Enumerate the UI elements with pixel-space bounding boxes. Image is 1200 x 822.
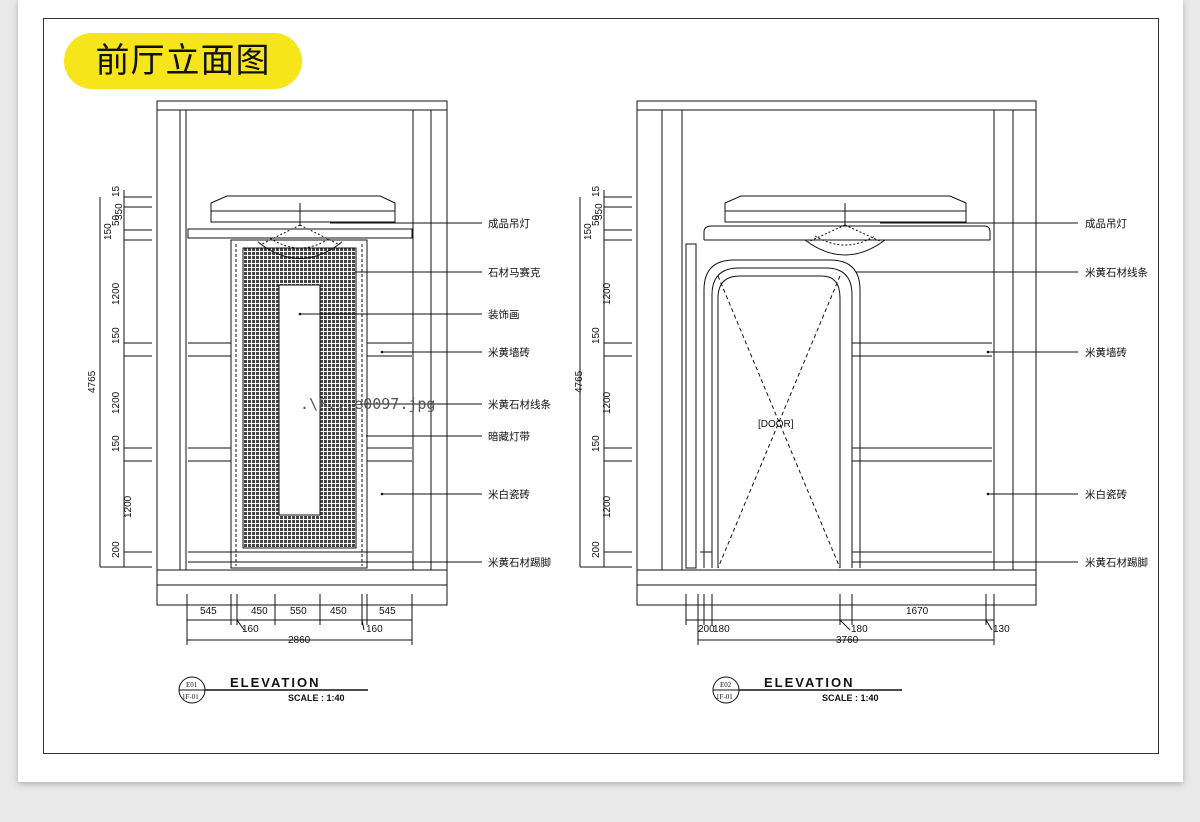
e1-dim-160-a: 160 (242, 624, 259, 635)
e1-dim-450-a: 450 (251, 606, 268, 617)
e1-dim-1200-c: 1200 (123, 495, 134, 518)
e1-dim-350: 350 (114, 203, 125, 220)
e1-callout-skirting: 米黄石材踢脚 (488, 556, 551, 569)
e2-tag-bottom: 1F-01 (716, 693, 733, 701)
e1-dim-450-b: 450 (330, 606, 347, 617)
decorative-painting (278, 284, 321, 516)
e2-tag-top: E02 (720, 681, 732, 689)
e2-callout-wall-tile: 米黄墙砖 (1085, 346, 1127, 359)
e1-callout-wall-tile: 米黄墙砖 (488, 346, 530, 359)
e1-dim-150-a: 150 (111, 327, 122, 344)
e2-dim-15: 15 (591, 185, 602, 197)
e2-dim-150: 150 (583, 223, 594, 240)
e1-dim-1200-b: 1200 (111, 391, 122, 414)
e2-dim-150-a: 150 (591, 327, 602, 344)
e1-vertical-dims: 15 50 150 350 1200 150 1200 150 1200 200… (87, 185, 134, 558)
e1-outer-frame (156, 100, 448, 606)
e1-dim-1200-a: 1200 (111, 282, 122, 305)
e2-callout-chandelier: 成品吊灯 (1085, 218, 1127, 230)
e1-chandelier (257, 203, 343, 259)
e1-dim-150-b: 150 (111, 435, 122, 452)
drawing-frame (43, 18, 1159, 754)
e1-dim-545-b: 545 (379, 606, 396, 617)
e2-chandelier (804, 203, 886, 256)
e2-dim-1200-c: 1200 (602, 495, 613, 518)
e1-dim-160-b: 160 (366, 624, 383, 635)
e1-scale: SCALE : 1:40 (288, 693, 345, 703)
e1-arrow-dots (298, 312, 384, 496)
e2-total-height: 4765 (574, 370, 585, 393)
page-title: 前厅立面图 (95, 41, 271, 81)
e1-callout-white-tile: 米白瓷砖 (488, 488, 530, 501)
drawing-sheet (18, 0, 1183, 782)
e2-dim-200: 200 (591, 541, 602, 558)
e1-tag-top: E01 (186, 681, 198, 689)
elevation-2 (579, 100, 1078, 704)
e1-callout-painting: 装饰画 (488, 308, 520, 321)
e2-callout-stone-trim: 米黄石材线条 (1085, 266, 1148, 279)
e2-dim-50: 50 (591, 214, 602, 226)
e2-door-label: [DOOR] (758, 419, 794, 430)
e1-callout-chandelier: 成品吊灯 (488, 218, 530, 230)
e2-horizontal-dims: 1670 200 180 180 130 3760 (698, 606, 1010, 646)
e1-title-block: E01 1F-01 ELEVATION SCALE : 1:40 (182, 675, 345, 703)
e1-callouts: 成品吊灯 石材马赛克 装饰画 米黄墙砖 米黄石材线条 暗藏灯带 米白瓷砖 米黄石… (488, 218, 551, 569)
e2-scale: SCALE : 1:40 (822, 693, 879, 703)
e1-callout-hidden-light: 暗藏灯带 (488, 430, 530, 443)
e2-dim-180-b: 180 (851, 624, 868, 635)
e2-dim-1200-a: 1200 (602, 282, 613, 305)
e2-title-block: E02 1F-01 ELEVATION SCALE : 1:40 (716, 675, 879, 703)
elevation-1 (99, 100, 482, 704)
e1-dim-15: 15 (111, 185, 122, 197)
e2-dim-200: 200 (698, 624, 715, 635)
e1-dim-550: 550 (290, 606, 307, 617)
e1-tag-bottom: 1F-01 (182, 693, 199, 701)
e2-heading: ELEVATION (764, 675, 854, 690)
e2-callout-skirting: 米黄石材踢脚 (1085, 556, 1148, 569)
e2-callout-white-tile: 米白瓷砖 (1085, 488, 1127, 501)
e1-horizontal-dims: 545 450 550 450 545 160 160 2860 (200, 606, 396, 646)
title-badge: 前厅立面图 (64, 33, 302, 89)
e2-dim-150-b: 150 (591, 435, 602, 452)
e2-outer-frame (636, 100, 1037, 606)
e1-total-height: 4765 (87, 370, 98, 393)
e2-callouts: 成品吊灯 米黄石材线条 米黄墙砖 米白瓷砖 米黄石材踢脚 [DOOR] (758, 218, 1148, 569)
e2-dim-130: 130 (993, 624, 1010, 635)
e1-heading: ELEVATION (230, 675, 320, 690)
e1-dim-150: 150 (103, 223, 114, 240)
e1-total-width: 2860 (288, 635, 311, 646)
e2-vertical-dims: 15 50 150 350 1200 150 1200 150 1200 200… (574, 185, 613, 558)
watermark-filename: .\F...e0097.jpg (300, 395, 435, 413)
e1-callout-stone-trim: 米黄石材线条 (488, 398, 551, 411)
e1-callout-mosaic: 石材马赛克 (488, 266, 541, 279)
e2-dim-1200-b: 1200 (602, 391, 613, 414)
e2-arrow-dots (986, 350, 990, 496)
e2-dim-1670: 1670 (906, 606, 929, 617)
e1-dim-50: 50 (111, 214, 122, 226)
e2-door-arch-outer (703, 259, 861, 568)
e2-total-width: 3760 (836, 635, 859, 646)
e1-dim-200: 200 (111, 541, 122, 558)
e2-dim-180-a: 180 (713, 624, 730, 635)
e1-dim-545-a: 545 (200, 606, 217, 617)
e2-dim-350: 350 (594, 203, 605, 220)
